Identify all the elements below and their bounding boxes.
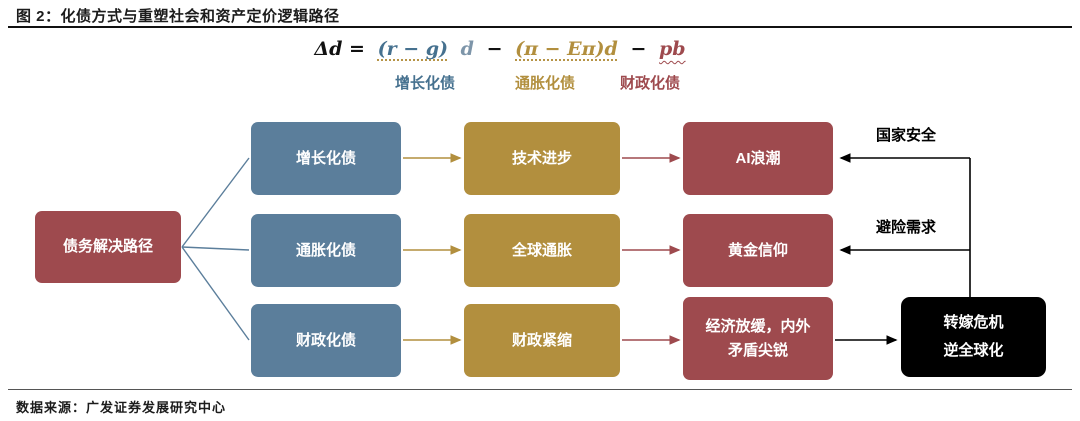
crisis-box: 转嫁危机 逆全球化 (901, 297, 1046, 377)
crisis-line-shift-crisis: 转嫁危机 (943, 314, 1004, 331)
formula-growth-d: d (460, 38, 474, 60)
label-hedging-demand: 避险需求 (875, 219, 936, 236)
root-box-debt-resolution-path: 债务解决路径 (35, 211, 181, 283)
formula-minus-1: − (486, 38, 503, 60)
formula-fiscal-term: pb (659, 38, 686, 60)
driver-box-tech-progress: 技术进步 (464, 122, 620, 195)
bottom-rule (8, 389, 1072, 390)
formula-label-inflation-debt: 通胀化债 (514, 75, 575, 92)
figure-title: 图 2：化债方式与重塑社会和资产定价逻辑路径 (16, 8, 340, 25)
driver-box-fiscal-tightening: 财政紧缩 (464, 304, 620, 377)
outcome-box-gold-faith: 黄金信仰 (683, 214, 833, 287)
driver-box-global-inflation: 全球通胀 (464, 214, 620, 287)
formula-label-fiscal-debt: 财政化债 (619, 75, 680, 92)
crisis-line-deglobalization: 逆全球化 (943, 342, 1004, 359)
formula: Δd = (r − g) d − (π − Eπ)d − pb (0, 38, 1000, 60)
outcome-box-economic-slowdown: 经济放缓，内外 矛盾尖锐 (683, 297, 833, 380)
top-rule (8, 26, 1072, 28)
data-source: 数据来源：广发证券发展研究中心 (16, 400, 227, 415)
method-box-growth-debt: 增长化债 (251, 122, 401, 195)
method-box-inflation-debt: 通胀化债 (251, 214, 401, 287)
formula-growth-term: (r − g) (377, 38, 449, 60)
outcome-box-ai-wave: AI浪潮 (683, 122, 833, 195)
formula-minus-2: − (630, 38, 647, 60)
formula-inflation-term: (π − Eπ)d (515, 38, 618, 60)
formula-lhs: Δd = (314, 38, 365, 60)
method-box-fiscal-debt: 财政化债 (251, 304, 401, 377)
formula-label-growth-debt: 增长化债 (394, 75, 455, 92)
label-national-security: 国家安全 (875, 127, 936, 144)
